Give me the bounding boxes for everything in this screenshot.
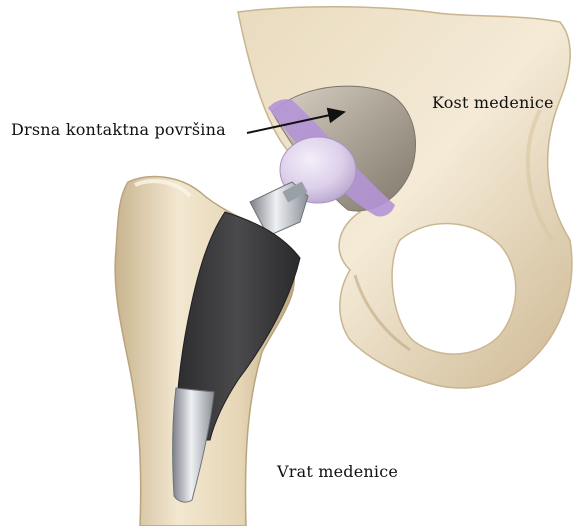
femoral-neck-label: Vrat medenice bbox=[277, 462, 398, 481]
pelvis-bone-label: Kost medenice bbox=[432, 93, 554, 112]
contact-surface-label: Drsna kontaktna površina bbox=[11, 120, 226, 139]
